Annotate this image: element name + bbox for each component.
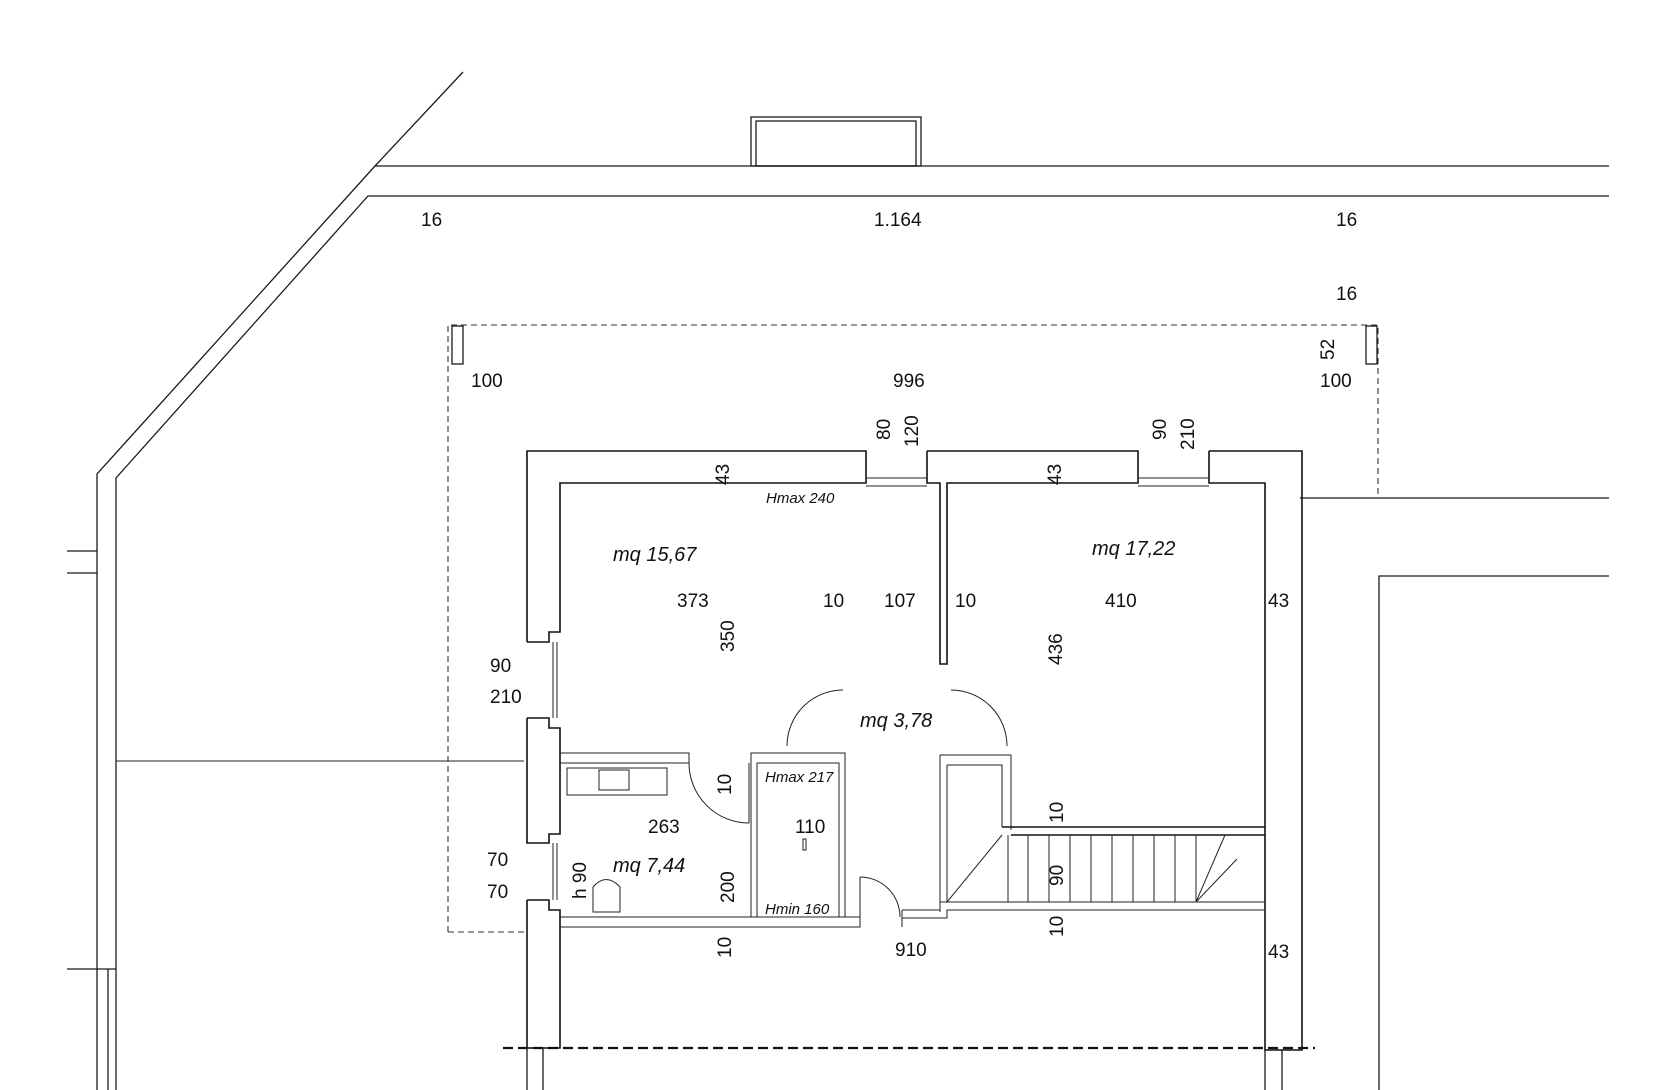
hmin-bath-label: Hmin 160	[765, 901, 830, 918]
right-room-width: 410	[1105, 591, 1137, 612]
bath-depth: 200	[718, 871, 739, 903]
attic-left-margin: 100	[471, 371, 503, 392]
window-2-height: 210	[1178, 418, 1199, 450]
bath-area: mq 7,44	[613, 855, 685, 877]
left-door-width: 90	[490, 656, 511, 677]
outer-walls	[526, 450, 1303, 1090]
stairs-bottom-wall-label: 10	[1047, 916, 1068, 937]
partition-b: 10	[955, 591, 976, 612]
left-window-b: 70	[487, 882, 508, 903]
bath-width: 263	[648, 817, 680, 838]
overall-right-offset: 16	[1336, 210, 1357, 231]
right-room-area: mq 17,22	[1092, 538, 1175, 560]
interior-walls	[560, 752, 1265, 928]
total-interior-width: 910	[895, 940, 927, 961]
window-1-width: 80	[874, 419, 895, 440]
overall-width: 1.164	[874, 210, 922, 231]
hmax-bath-label: Hmax 217	[765, 769, 834, 786]
left-door-height: 210	[490, 687, 522, 708]
wall-thickness-top-left: 43	[713, 464, 734, 485]
attic-span: 996	[893, 371, 925, 392]
attic-right-small: 52	[1318, 339, 1339, 360]
wall-thickness-top-right: 43	[1045, 464, 1066, 485]
exterior-right	[503, 497, 1609, 1090]
attic-right-margin: 100	[1320, 371, 1352, 392]
window-2-width: 90	[1150, 419, 1171, 440]
roof-outline	[67, 71, 1609, 1090]
partition-a: 10	[823, 591, 844, 612]
hall-area: mq 3,78	[860, 710, 932, 732]
door-swings	[688, 689, 1008, 918]
left-room-depth: 350	[718, 620, 739, 652]
dimension-labels: 16 1.164 16 16 100 996 100 52 80 120 90 …	[421, 210, 1357, 963]
right-room-depth: 436	[1046, 633, 1067, 665]
wall-thickness-right-lower: 43	[1268, 942, 1289, 963]
stairs-top-wall-label: 10	[1047, 802, 1068, 823]
hmax-main-label: Hmax 240	[766, 490, 835, 507]
staircase	[946, 834, 1238, 903]
chimney	[750, 116, 922, 167]
left-window-a: 70	[487, 850, 508, 871]
bottom-wall-label: 10	[715, 937, 736, 958]
bath-wall-label: 10	[715, 774, 736, 795]
stairs-width: 90	[1047, 865, 1068, 886]
overall-right-offset-2: 16	[1336, 284, 1357, 305]
attic-outline	[447, 324, 1379, 933]
closet-width: 110	[795, 817, 825, 838]
overall-left-offset: 16	[421, 210, 442, 231]
left-room-area: mq 15,67	[613, 544, 697, 566]
left-window-sill: h 90	[570, 862, 591, 899]
window-1-height: 120	[902, 415, 923, 447]
left-room-width: 373	[677, 591, 709, 612]
hall-width: 107	[884, 591, 916, 612]
wall-thickness-right-upper: 43	[1268, 591, 1289, 612]
